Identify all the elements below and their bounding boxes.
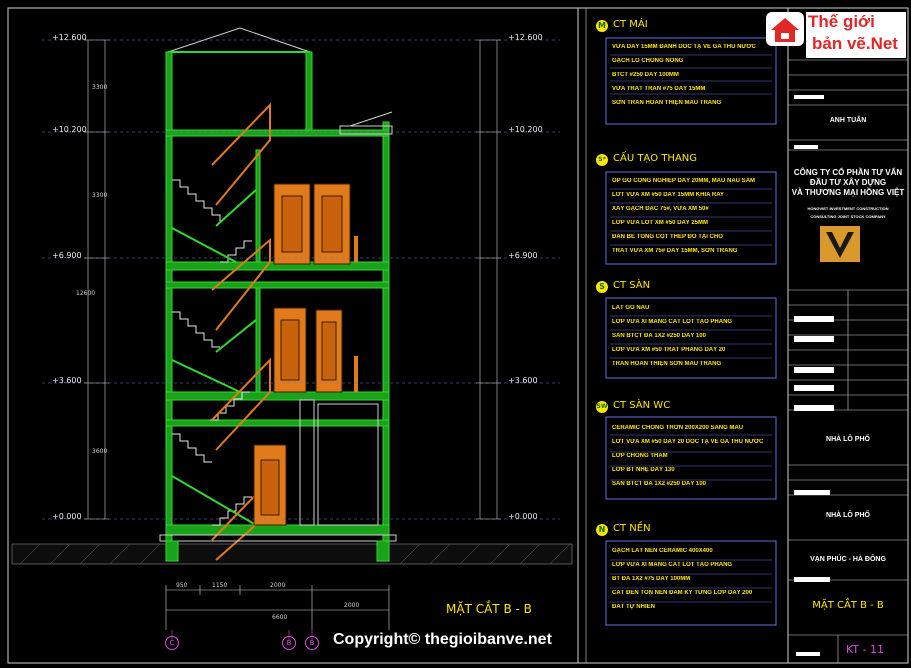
level-label-right: +3.600 <box>508 376 538 385</box>
level-label-left: +10.200 <box>52 125 87 134</box>
note-line: VỮA DÀY 15MM ĐÁNH DỐC TẠ VỀ GA THU NƯỚC <box>612 44 756 50</box>
bottom-dimension: 2000 <box>270 582 286 589</box>
bottom-dimension: 950 <box>176 582 188 589</box>
level-label-right: +12.600 <box>508 33 543 42</box>
note-marker: S* <box>596 154 608 166</box>
note-line: LÁT GỖ NÂU <box>612 305 650 311</box>
note-line: SÀN BTCT ĐÁ 1X2 #250 DÀY 100 <box>612 333 706 339</box>
level-label-right: +0.000 <box>508 512 538 521</box>
drawing-name: MẶT CẮT B - B <box>812 600 884 611</box>
project-name: NHÀ LÔ PHỐ <box>826 512 870 519</box>
note-marker: SW <box>596 401 608 413</box>
site-logo-brand-top: Thế giới <box>808 12 875 31</box>
level-label-right: +10.200 <box>508 125 543 134</box>
note-line: ỐP GỖ CÔNG NGHIỆP DÀY 20MM, MÀU NÂU SẪM <box>612 178 756 184</box>
bottom-dimension: 1150 <box>212 582 228 589</box>
drawing-number: KT - 11 <box>846 643 885 656</box>
note-title: CT MÁI <box>613 19 648 30</box>
axis-marker: C <box>165 636 179 650</box>
note-line: SƠN TRẦN HOÀN THIỆN MÀU TRẮNG <box>612 100 722 106</box>
owner-name: ANH TUẤN <box>829 117 867 124</box>
level-label-left: +12.600 <box>52 33 87 42</box>
note-title: CT SÀN WC <box>613 400 671 411</box>
note-line: SÀN BTCT ĐÁ 1X2 #250 DÀY 100 <box>612 481 706 487</box>
note-line: CERAMIC CHỐNG TRƠN 200X200 SÁNG MÀU <box>612 425 744 431</box>
axis-marker: B <box>282 636 296 650</box>
note-line: LỚT VỮA XM #50 DÀY 15MM KHÍA RAY <box>612 192 725 198</box>
project-name: NHÀ LÔ PHỐ <box>826 436 870 443</box>
level-label-left: +0.000 <box>52 512 82 521</box>
note-line: GẠCH LỖ CHỐNG NÓNG <box>612 58 684 64</box>
vertical-dimension: 3300 <box>92 84 108 91</box>
note-line: LỚP VỮA XI MĂNG CÁT LÓT TẠO PHẲNG <box>612 562 733 568</box>
note-line: GẠCH LÁT NỀN CERAMIC 400X400 <box>612 548 713 554</box>
company-name-en: HONGVIET INVESTMENT CONSTRUCTION <box>807 206 889 211</box>
level-label-left: +3.600 <box>52 376 82 385</box>
bottom-dimension: 2000 <box>344 602 360 609</box>
note-marker: M <box>596 20 608 32</box>
note-line: ĐAN BÊ TÔNG CỐT THÉP ĐỔ TẠI CHỖ <box>612 234 723 240</box>
site-logo-brand-bottom: bản vẽ.Net <box>812 34 898 53</box>
note-line: LỚP CHỐNG THẤM <box>612 453 668 459</box>
bottom-dimension-total: 6600 <box>272 614 288 621</box>
vertical-dimension: 3300 <box>92 192 108 199</box>
note-line: LỚT VỮA XM #50 DÀY 20 DỐC TẠ VỀ GA THU N… <box>612 439 764 445</box>
note-title: CẤU TẠO THANG <box>613 153 698 164</box>
level-label-right: +6.900 <box>508 251 538 260</box>
ground-band <box>11 543 573 565</box>
note-line: BTCT #250 DÀY 100MM <box>612 72 679 78</box>
note-line: TRÁT VỮA XM 75# DÀY 15MM, SƠN TRẮNG <box>612 248 738 254</box>
notes-boxes <box>605 37 777 626</box>
note-line: CÁT ĐEN TÔN NỀN ĐẦM KỸ TỪNG LỚP DÀY 200 <box>612 590 753 596</box>
note-line: LỚP BT NHẸ DÀY 130 <box>612 467 675 473</box>
note-line: TRẦN HOÀN THIỆN SƠN MÀU TRẮNG <box>612 361 722 367</box>
note-line: LỚP VỮA LÓT XM #50 DÀY 25MM <box>612 220 709 226</box>
note-line: ĐẤT TỰ NHIÊN <box>612 604 655 610</box>
level-label-left: +6.900 <box>52 251 82 260</box>
note-title: CT SÀN <box>613 280 651 291</box>
copyright-watermark: Copyright© thegioibanve.net <box>333 631 552 648</box>
vertical-dimension: 3600 <box>92 448 108 455</box>
site-logo-house-icon <box>766 12 804 46</box>
company-logo-mark <box>820 226 860 262</box>
note-line: BT ĐÁ 1X2 #75 DÀY 100MM <box>612 576 691 582</box>
building-section <box>159 27 397 562</box>
project-location: VẠN PHÚC - HÀ ĐÔNG <box>810 556 886 563</box>
company-name-line: CÔNG TY CỔ PHẦN TƯ VẤN <box>793 168 903 177</box>
vertical-dimension-total: 12600 <box>76 290 96 297</box>
note-title: CT NỀN <box>613 523 651 534</box>
note-marker: S <box>596 281 608 293</box>
note-line: LỚP VỮA XI MĂNG CÁT LÓT TẠO PHẲNG <box>612 319 733 325</box>
note-marker: N <box>596 524 608 536</box>
note-line: VỮA TRÁT TRẦN #75 DÀY 15MM <box>612 86 706 92</box>
company-name-en: CONSULTING JOINT STOCK COMPANY <box>810 214 886 219</box>
company-name-line: ĐẦU TƯ XÂY DỰNG <box>809 178 887 187</box>
note-line: LỚP VỮA XM #50 TRÁT PHẲNG DÀY 20 <box>612 347 726 353</box>
section-title: MẶT CẮT B - B <box>446 602 532 616</box>
note-line: XÂY GẠCH ĐẶC 75#, VỮA XM 50# <box>612 206 709 212</box>
company-name-line: VÀ THƯƠNG MẠI HỒNG VIỆT <box>791 188 905 197</box>
axis-marker: B <box>305 636 319 650</box>
